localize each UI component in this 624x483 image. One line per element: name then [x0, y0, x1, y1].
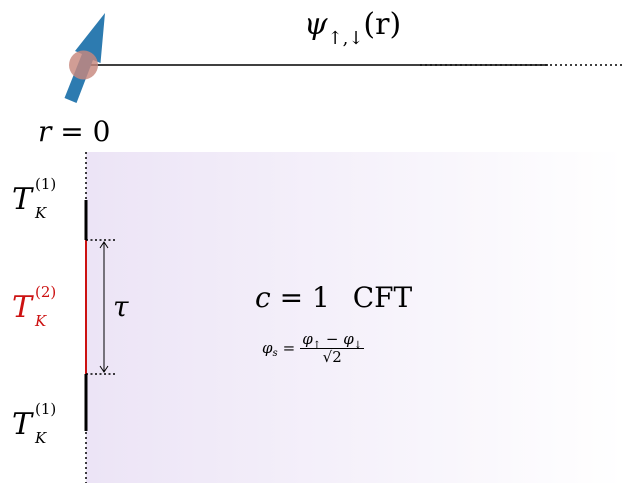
tk-middle-letter: T: [12, 290, 33, 325]
tk-middle-superscript: (2): [35, 283, 57, 301]
tk-bottom-letter: T: [12, 407, 33, 442]
cft-c-symbol: c: [255, 281, 271, 314]
tk-top-subscript: K: [35, 204, 47, 222]
cft-equals: =: [279, 281, 304, 314]
phi-down-subscript: ↓: [353, 340, 363, 351]
origin-equals: =: [60, 115, 84, 148]
psi-subscript: ↑,↓: [327, 28, 364, 49]
psi-symbol: ψ: [304, 7, 328, 42]
boson-fraction: φ↑ − φ↓ √2: [300, 330, 365, 366]
cft-label: c = 1 CFT: [255, 284, 412, 312]
boson-numerator: φ↑ − φ↓: [300, 330, 365, 351]
tk-bottom-superscript: (1): [35, 400, 57, 418]
origin-variable: r: [38, 115, 52, 148]
origin-label: r = 0: [38, 118, 111, 146]
psi-argument: (r): [363, 7, 402, 42]
tk-label-bottom: T (1) K: [12, 402, 72, 458]
phi-down-symbol: φ: [343, 330, 354, 348]
wavefunction-label: ψ↑,↓(r): [304, 7, 402, 48]
phi-s-symbol: φ: [262, 339, 273, 357]
impurity-dot: [69, 50, 98, 80]
tk-top-letter: T: [12, 182, 33, 217]
cft-c-value: 1: [311, 281, 330, 314]
phi-up-symbol: φ: [302, 330, 313, 348]
tk-bottom-subscript: K: [35, 429, 47, 447]
origin-value: 0: [92, 115, 111, 148]
tk-middle-subscript: K: [35, 312, 47, 330]
phi-s-subscript: s: [272, 347, 278, 359]
impurity-spin: [64, 13, 105, 103]
tk-label-top: T (1) K: [12, 177, 72, 233]
boson-equals: =: [282, 339, 296, 357]
cft-name: CFT: [352, 281, 413, 314]
tk-label-middle: T (2) K: [12, 285, 72, 341]
phi-up-subscript: ↑: [312, 340, 322, 351]
cft-bulk-panel: [86, 152, 624, 483]
tk-top-superscript: (1): [35, 175, 57, 193]
tau-double-arrow: [99, 241, 109, 373]
tau-label: τ: [113, 290, 129, 323]
boson-denominator: √2: [322, 348, 342, 366]
boson-minus: −: [325, 330, 339, 348]
